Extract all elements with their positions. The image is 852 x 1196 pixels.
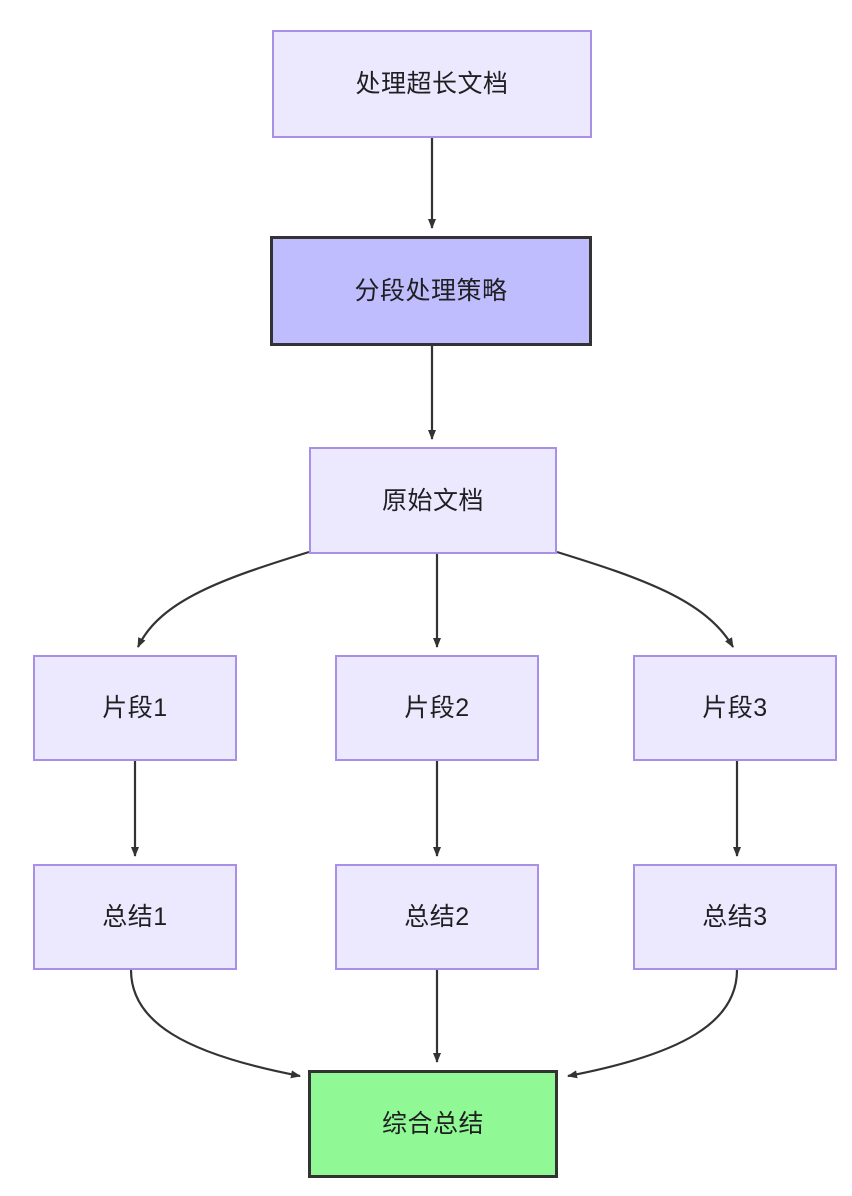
- node-label: 总结2: [404, 903, 470, 931]
- node-label: 片段2: [404, 694, 470, 722]
- node-summary-1[interactable]: 总结1: [33, 864, 237, 970]
- node-summary-3[interactable]: 总结3: [633, 864, 837, 970]
- node-summary-2[interactable]: 总结2: [335, 864, 539, 970]
- edge-n9-n10: [567, 969, 739, 1079]
- node-chunking-strategy[interactable]: 分段处理策略: [270, 236, 592, 346]
- edge-n3-n4: [137, 550, 310, 648]
- node-fragment-1[interactable]: 片段1: [33, 655, 237, 761]
- node-label: 综合总结: [381, 1110, 484, 1138]
- node-fragment-2[interactable]: 片段2: [335, 655, 539, 761]
- node-label: 总结1: [102, 903, 168, 931]
- node-comprehensive-summary[interactable]: 综合总结: [308, 1070, 558, 1178]
- node-label: 原始文档: [381, 486, 484, 515]
- node-fragment-3[interactable]: 片段3: [633, 655, 837, 761]
- node-label: 总结3: [702, 903, 768, 931]
- node-label: 处理超长文档: [355, 70, 509, 98]
- edge-n7-n10: [129, 969, 301, 1079]
- node-process-long-document[interactable]: 处理超长文档: [272, 30, 592, 138]
- node-original-document[interactable]: 原始文档: [309, 447, 557, 554]
- edge-n3-n6: [556, 550, 734, 648]
- node-label: 分段处理策略: [354, 277, 508, 305]
- node-label: 片段1: [102, 694, 168, 722]
- node-label: 片段3: [702, 694, 768, 722]
